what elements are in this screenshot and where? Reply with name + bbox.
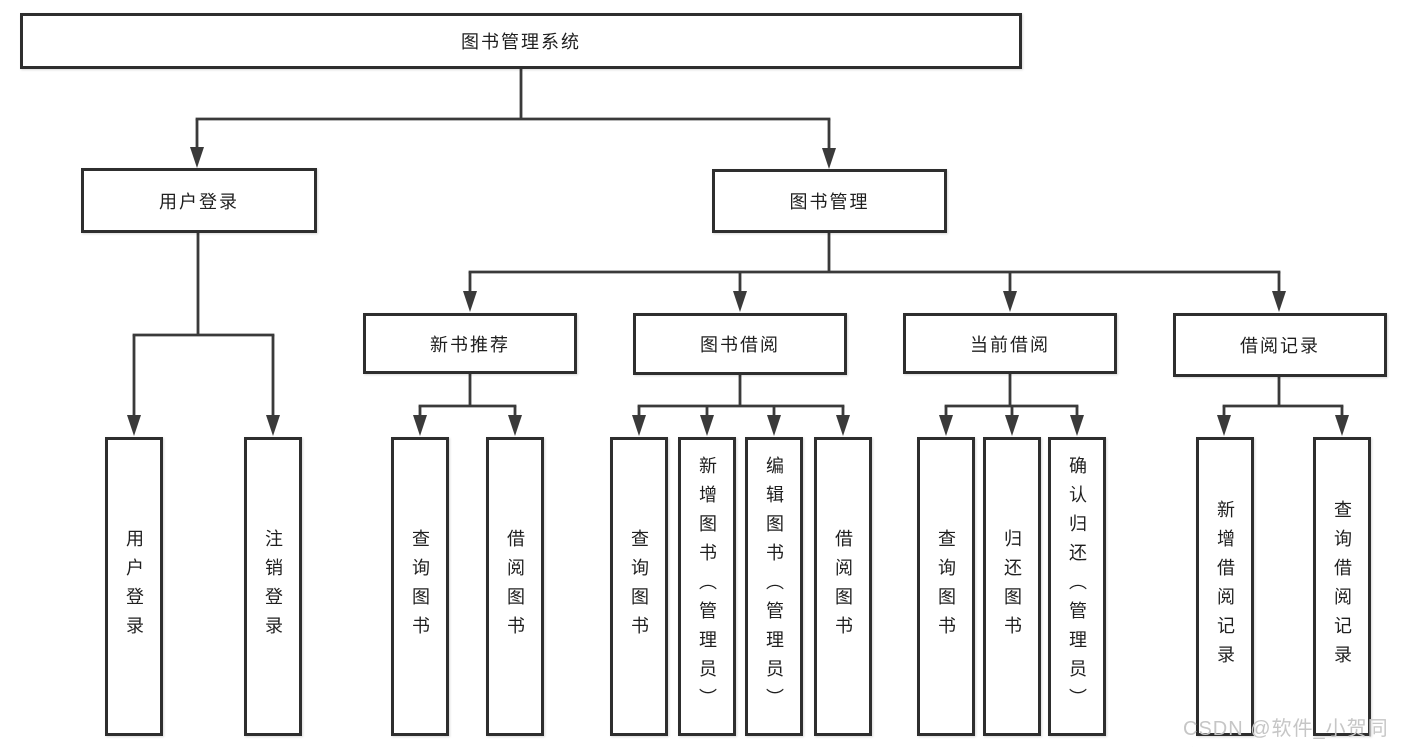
node-current-borrowing: 当前借阅 bbox=[903, 313, 1117, 374]
leaf-user-login: 用户登录 bbox=[105, 437, 163, 736]
leaf-query-books-borrow: 查询图书 bbox=[610, 437, 668, 736]
leaf-query-books-current: 查询图书 bbox=[917, 437, 975, 736]
leaf-borrow-books: 借阅图书 bbox=[814, 437, 872, 736]
leaf-query-books-recommend: 查询图书 bbox=[391, 437, 449, 736]
leaf-add-book-admin: 新增图书（管理员） bbox=[678, 437, 736, 736]
leaf-confirm-return-admin: 确认归还（管理员） bbox=[1048, 437, 1106, 736]
watermark: CSDN @软件_小贺同学 bbox=[1183, 718, 1389, 740]
node-borrowing-records: 借阅记录 bbox=[1173, 313, 1387, 377]
leaf-logout: 注销登录 bbox=[244, 437, 302, 736]
node-library-management-system: 图书管理系统 bbox=[20, 13, 1022, 69]
node-book-borrowing: 图书借阅 bbox=[633, 313, 847, 375]
leaf-borrow-books-recommend: 借阅图书 bbox=[486, 437, 544, 736]
leaf-add-borrow-record: 新增借阅记录 bbox=[1196, 437, 1254, 736]
leaf-return-books: 归还图书 bbox=[983, 437, 1041, 736]
node-user-login: 用户登录 bbox=[81, 168, 317, 233]
leaf-edit-book-admin: 编辑图书（管理员） bbox=[745, 437, 803, 736]
node-book-management: 图书管理 bbox=[712, 169, 947, 233]
leaf-query-borrow-record: 查询借阅记录 bbox=[1313, 437, 1371, 736]
node-new-book-recommendation: 新书推荐 bbox=[363, 313, 577, 374]
